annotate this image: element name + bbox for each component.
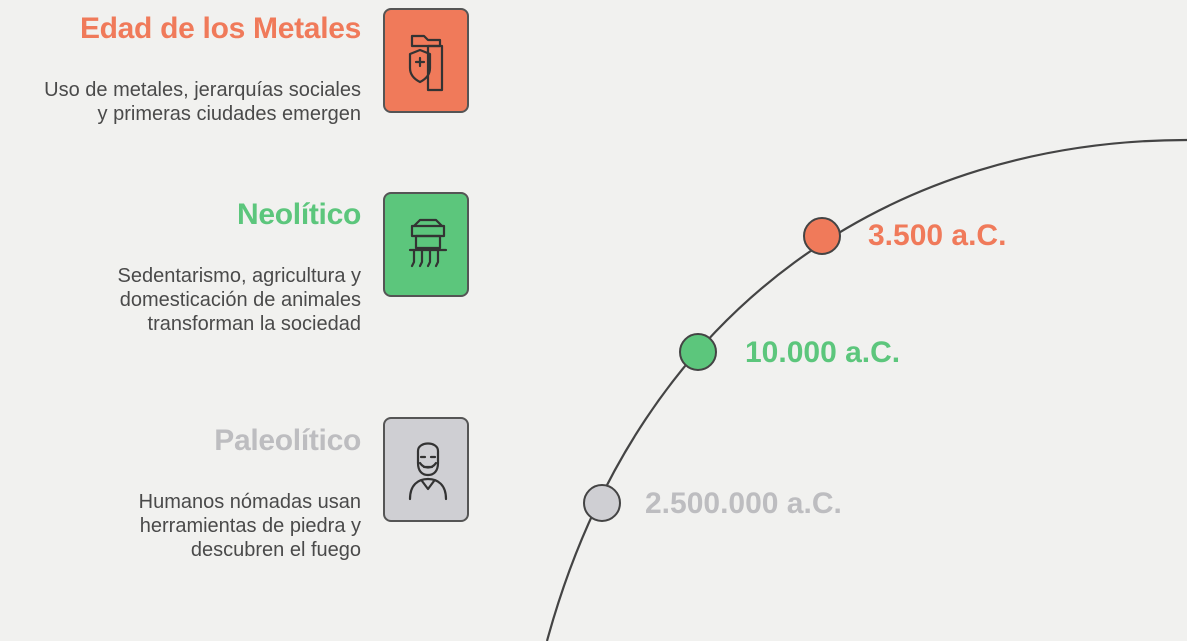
era-title-paleolitico: Paleolítico	[214, 424, 361, 457]
shield-sword-icon	[408, 34, 444, 92]
era-description-metales: Uso de metales, jerarquías sociales y pr…	[44, 79, 361, 125]
date-label-metales: 3.500 a.C.	[868, 219, 1007, 252]
timeline-curve	[545, 138, 1187, 641]
plow-icon	[408, 218, 448, 268]
era-description-neolitico: Sedentarismo, agricultura y domesticació…	[117, 265, 361, 335]
marker-neolitico	[679, 333, 717, 371]
era-icon-box-neolitico	[383, 192, 469, 297]
era-icon-box-metales	[383, 8, 469, 113]
marker-paleolitico	[583, 484, 621, 522]
era-description-paleolitico: Humanos nómadas usan herramientas de pie…	[138, 491, 361, 561]
era-icon-box-paleolitico	[383, 417, 469, 522]
era-title-neolitico: Neolítico	[237, 198, 361, 231]
date-label-paleolitico: 2.500.000 a.C.	[645, 487, 842, 520]
caveman-icon	[408, 442, 448, 501]
date-label-neolitico: 10.000 a.C.	[745, 336, 901, 369]
marker-metales	[803, 217, 841, 255]
era-title-metales: Edad de los Metales	[79, 12, 361, 45]
